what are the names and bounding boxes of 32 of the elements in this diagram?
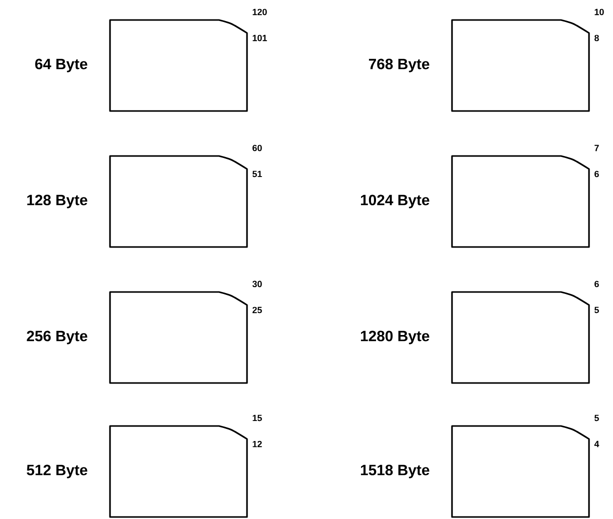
value-label: 15 (252, 414, 262, 422)
chamfered-box (451, 425, 590, 518)
value-label: 8 (594, 34, 599, 42)
value-label: 4 (594, 440, 600, 448)
size-label: 256 Byte (26, 330, 88, 344)
size-label: 128 Byte (27, 194, 88, 208)
value-label: 6 (594, 280, 599, 288)
value-label: 12 (252, 440, 262, 448)
value-label: 5 (594, 414, 599, 422)
size-label: 1024 Byte (360, 194, 430, 208)
value-label: 51 (252, 170, 262, 178)
value-label: 120 (252, 8, 267, 16)
chamfered-box (451, 155, 590, 248)
chamfered-box (451, 19, 590, 112)
value-label: 25 (252, 306, 262, 314)
size-label: 768 Byte (368, 58, 430, 72)
chamfered-box (109, 155, 248, 248)
value-label: 6 (594, 170, 599, 178)
size-label: 1280 Byte (360, 330, 430, 344)
value-label: 30 (252, 280, 262, 288)
chamfered-box (109, 291, 248, 384)
size-label: 64 Byte (35, 58, 88, 72)
value-label: 5 (594, 306, 599, 314)
size-label: 1518 Byte (360, 464, 430, 478)
chamfered-box (451, 291, 590, 384)
value-label: 60 (252, 144, 262, 152)
size-label: 512 Byte (26, 464, 88, 478)
value-label: 101 (252, 34, 267, 42)
value-label: 10 (594, 8, 604, 16)
value-label: 7 (594, 144, 599, 152)
chamfered-box (109, 425, 248, 518)
chamfered-box (109, 19, 248, 112)
